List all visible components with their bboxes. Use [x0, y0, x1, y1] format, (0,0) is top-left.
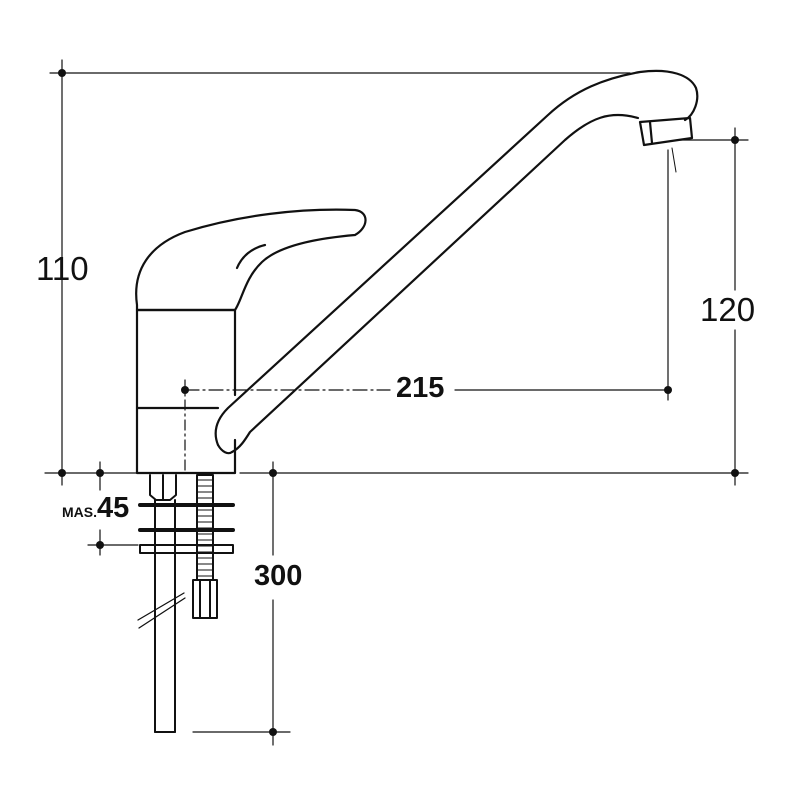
mounting-hardware: [137, 474, 235, 733]
height-total-label: 110: [36, 250, 89, 287]
dimension-dots: [58, 69, 739, 736]
threads: [196, 479, 214, 577]
hose-length-label: 300: [254, 560, 303, 592]
max-thickness-prefix: MAS.: [62, 504, 97, 520]
max-thickness-label: MAS.45: [62, 492, 129, 525]
spout: [214, 69, 699, 455]
spout-reach-label: 215: [396, 372, 445, 404]
max-thickness-value: 45: [97, 492, 130, 524]
lever-handle: [135, 208, 367, 312]
spout-height-label: 120: [700, 291, 756, 328]
